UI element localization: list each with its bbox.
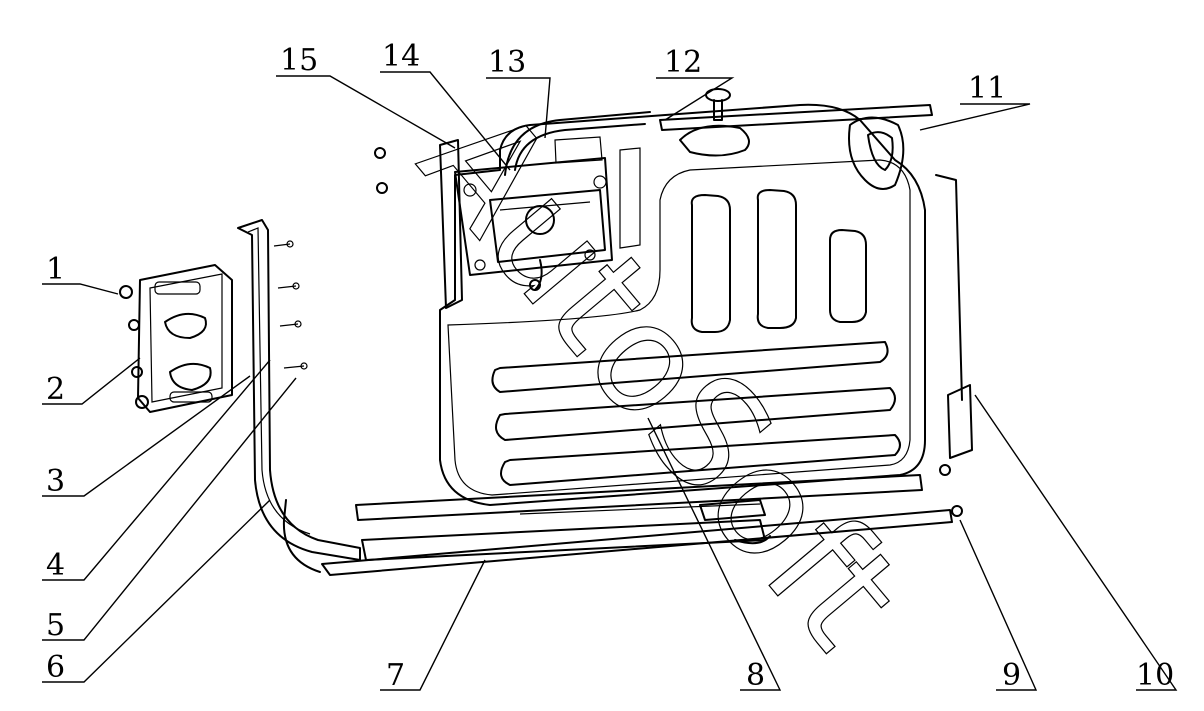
callout-labels: 1 2 3 4 5 6 7 8 9 10 11 12 13 14 15 — [46, 39, 1174, 693]
callout-9: 9 — [1002, 658, 1021, 693]
mounting-bracket-icon — [119, 264, 233, 413]
callout-12: 12 — [664, 45, 702, 80]
callout-10: 10 — [1136, 658, 1174, 693]
sending-unit-icon — [439, 111, 651, 309]
watermark: AutoSoft — [386, 74, 935, 681]
callout-14: 14 — [382, 39, 420, 74]
callout-3: 3 — [46, 464, 65, 499]
strap-icon — [237, 147, 953, 576]
callout-4: 4 — [46, 548, 65, 583]
callout-15: 15 — [280, 43, 318, 78]
callout-8: 8 — [746, 658, 765, 693]
washer-and-rod — [935, 174, 963, 517]
callout-6: 6 — [46, 650, 65, 685]
callout-5: 5 — [46, 608, 65, 643]
callout-13: 13 — [488, 45, 526, 80]
callout-11: 11 — [968, 71, 1006, 106]
svg-text:AutoSoft: AutoSoft — [387, 74, 934, 679]
callout-1: 1 — [46, 252, 65, 287]
filler-cap-icon — [659, 88, 973, 476]
rail-assembly — [355, 474, 923, 561]
leader-lines — [42, 71, 1178, 691]
callout-2: 2 — [46, 372, 65, 407]
callout-7: 7 — [386, 658, 405, 693]
fuel-tank-icon — [439, 103, 926, 506]
